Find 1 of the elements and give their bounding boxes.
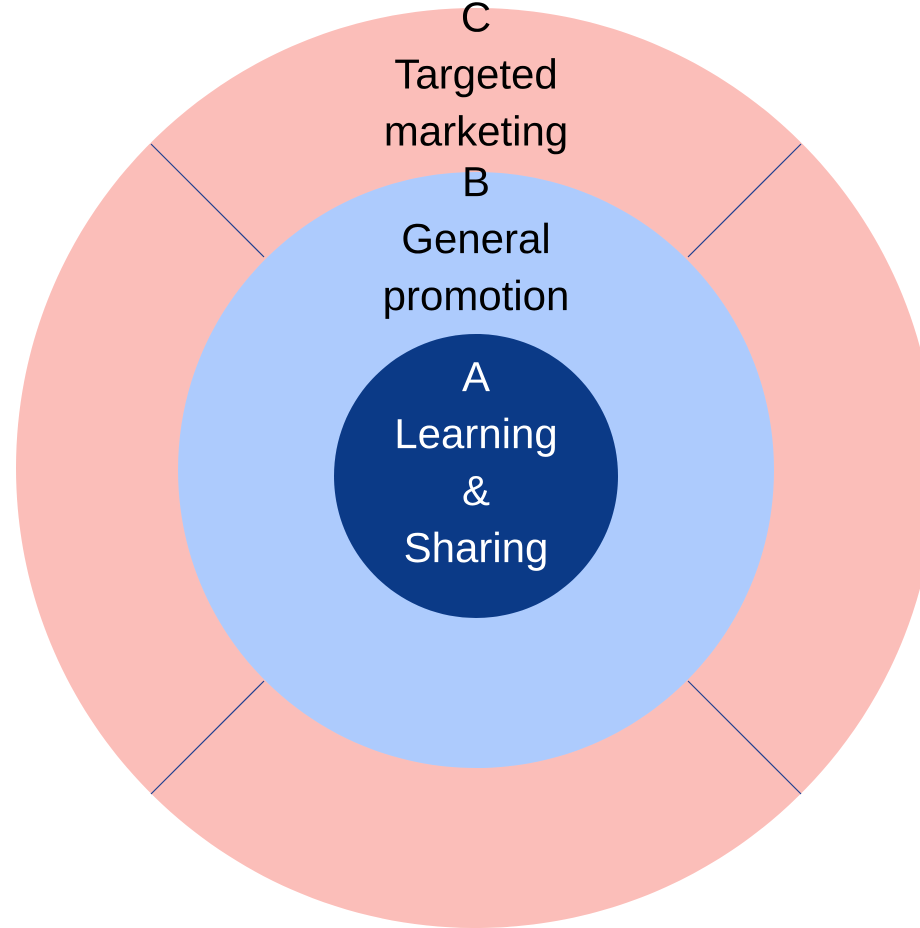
circle-band: A Learning & Sharing (334, 334, 618, 618)
